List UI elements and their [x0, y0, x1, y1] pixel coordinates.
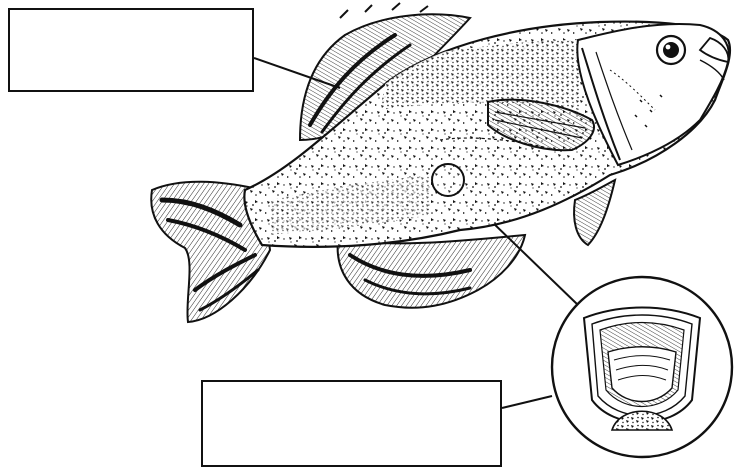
scale-label-box[interactable] [201, 380, 502, 467]
scale-magnifier [552, 277, 732, 457]
scale-location-marker [432, 164, 464, 196]
dorsal-fin-label-box[interactable] [8, 8, 254, 92]
scale-box-connector [502, 396, 552, 408]
